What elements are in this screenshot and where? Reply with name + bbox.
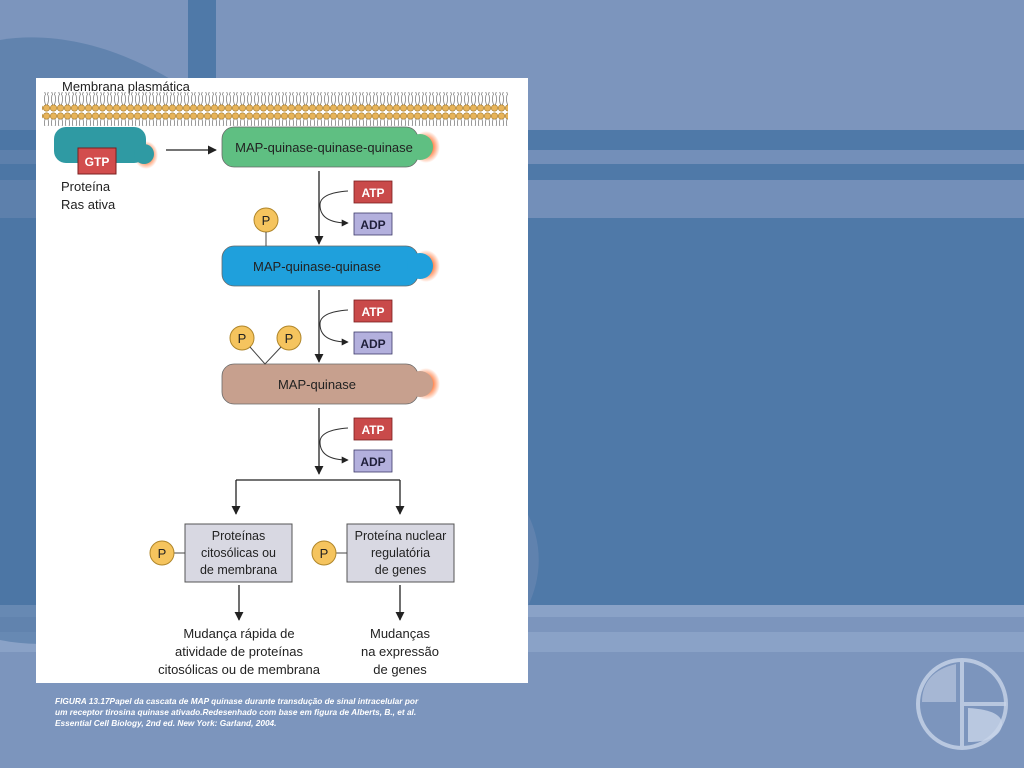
- adp-box: [353, 331, 393, 355]
- outcome-text: Mudanças: [370, 626, 430, 641]
- atp-box: [353, 180, 393, 204]
- kinase-label-2: MAP-quinase-quinase: [253, 259, 381, 274]
- phosphate-label: P: [158, 546, 167, 561]
- atp-label: ATP: [361, 305, 384, 319]
- phosphate-icon: [229, 325, 255, 351]
- adp-label: ADP: [360, 455, 385, 469]
- target-box-text: de membrana: [200, 563, 277, 577]
- phosphate-icon: [276, 325, 302, 351]
- gtp-badge: [77, 147, 117, 175]
- atp-box: [353, 299, 393, 323]
- ras-label-line1: Proteína: [61, 179, 111, 194]
- atp-label: ATP: [361, 423, 384, 437]
- kinase-label-1: MAP-quinase-quinase-quinase: [235, 140, 413, 155]
- atp-label: ATP: [361, 186, 384, 200]
- adp-label: ADP: [360, 337, 385, 351]
- figure-caption: FIGURA 13.17Papel da cascata de MAP quin…: [55, 696, 505, 729]
- cascade-diagram: Membrana plasmática GTP Proteína Ras ati…: [42, 79, 508, 677]
- outcome-text: atividade de proteínas: [175, 644, 303, 659]
- adp-box: [353, 449, 393, 473]
- logo-icon: [916, 658, 1008, 750]
- phosphate-label: P: [238, 331, 247, 346]
- target-box-text: de genes: [375, 563, 426, 577]
- kinase-label-3: MAP-quinase: [278, 377, 356, 392]
- target-box-text: Proteína nuclear: [355, 529, 447, 543]
- gtp-label: GTP: [85, 155, 110, 169]
- phosphate-label: P: [285, 331, 294, 346]
- map-kinase-cascade-figure: Membrana plasmática GTP Proteína Ras ati…: [36, 78, 528, 683]
- target-box-text: Proteínas: [212, 529, 266, 543]
- membrane-label: Membrana plasmática: [62, 79, 191, 94]
- outcome-text: Mudança rápida de: [183, 626, 294, 641]
- outcome-text: citosólicas ou de membrana: [158, 662, 321, 677]
- phosphate-label: P: [262, 213, 271, 228]
- ras-label-line2: Ras ativa: [61, 197, 116, 212]
- phosphate-icon: [149, 540, 175, 566]
- ras-protein: [54, 127, 146, 163]
- outcome-text: de genes: [373, 662, 427, 677]
- atp-box: [353, 417, 393, 441]
- phosphate-icon: [311, 540, 337, 566]
- caption-line2: um receptor tirosina quinase ativado.Red…: [55, 707, 417, 717]
- target-box-text: citosólicas ou: [201, 546, 276, 560]
- adp-label: ADP: [360, 218, 385, 232]
- outcome-text: na expressão: [361, 644, 439, 659]
- caption-line1: FIGURA 13.17Papel da cascata de MAP quin…: [55, 696, 419, 706]
- caption-line3: Essential Cell Biology, 2nd ed. New York…: [55, 718, 277, 728]
- adp-box: [353, 212, 393, 236]
- phosphate-label: P: [320, 546, 329, 561]
- target-box-text: regulatória: [371, 546, 430, 560]
- plasma-membrane: [42, 92, 508, 126]
